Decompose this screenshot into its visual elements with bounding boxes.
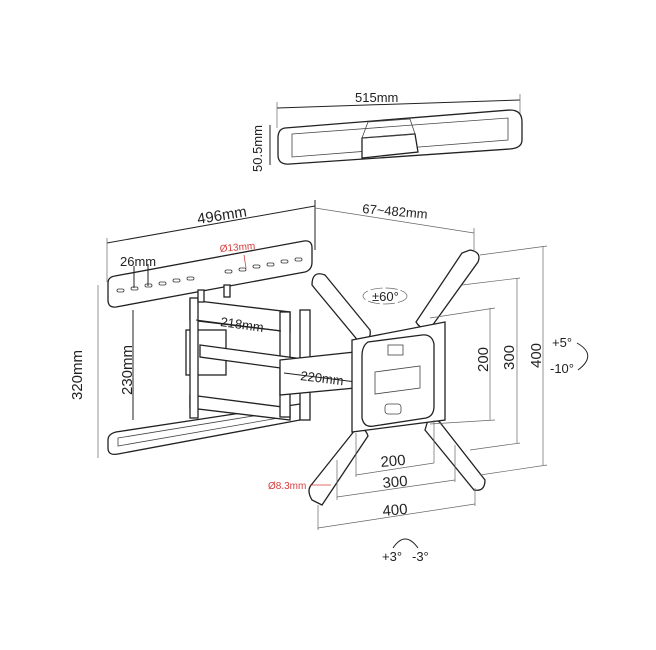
level-minus-label: -3° xyxy=(412,549,429,564)
vesa-h-400: 400 xyxy=(382,501,408,520)
vesa-vertical-dims: 200 300 400 xyxy=(429,245,548,476)
soundbar-width-label: 515mm xyxy=(355,90,398,105)
soundbar-height-label: 50.5mm xyxy=(250,125,265,172)
arm2-length-label: 220mm xyxy=(300,368,345,388)
articulating-arms: 218mm 220mm xyxy=(185,284,357,421)
hole-spacing-label: 26mm xyxy=(120,254,156,269)
extension-label: 67~482mm xyxy=(362,201,428,222)
rotation-label: ±60° xyxy=(372,289,399,304)
vesa-v-300: 300 xyxy=(501,345,518,370)
wall-plate-width-label: 496mm xyxy=(196,203,248,228)
tilt-indicator: +5° -10° xyxy=(550,335,589,376)
vesa-h-300: 300 xyxy=(382,473,408,492)
vesa-horizontal-dims: 200 300 400 xyxy=(317,420,476,530)
tilt-up-label: +5° xyxy=(552,335,572,350)
wall-plate-slots xyxy=(116,257,303,293)
arm1-length-label: 218mm xyxy=(220,314,265,335)
vesa-hole-diameter-label: Ø8.3mm xyxy=(268,481,306,492)
mount-height-label: 230mm xyxy=(119,345,136,395)
tv-plate: ±60° Ø8.3mm xyxy=(268,249,486,506)
wall-plate: 496mm 26mm Ø13mm 230mm 320mm xyxy=(69,200,316,458)
vesa-v-200: 200 xyxy=(475,347,492,372)
vesa-h-200: 200 xyxy=(380,452,406,471)
vesa-v-400: 400 xyxy=(528,343,545,368)
soundbar-bracket: 515mm 50.5mm xyxy=(250,90,523,172)
wall-plate-height-label: 320mm xyxy=(69,350,86,400)
level-indicator: +3° -3° xyxy=(382,538,429,564)
level-plus-label: +3° xyxy=(382,549,402,564)
wall-hole-diameter-label: Ø13mm xyxy=(219,241,255,255)
tilt-down-label: -10° xyxy=(550,361,574,376)
